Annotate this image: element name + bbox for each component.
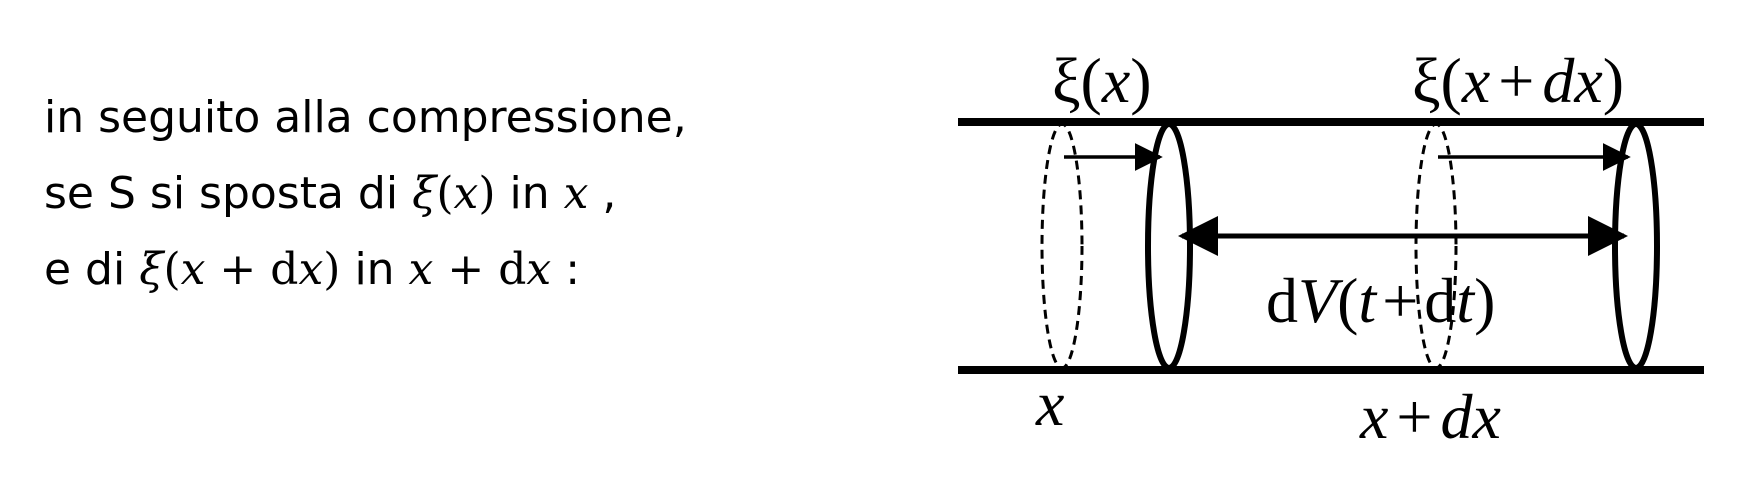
label-xi-x-dx: ξ(x+dx) (1412, 45, 1624, 116)
plus-sign: + (1382, 265, 1418, 336)
text-line-3: e di ξ(x + dx) in x + dx : (44, 232, 904, 308)
xi-symbol: ξ (1052, 45, 1081, 116)
paren-open: ( (1337, 265, 1358, 336)
paren-close: ) (1474, 265, 1495, 336)
plus-sign: + (433, 244, 499, 295)
text-line-3-suffix: : (551, 244, 581, 295)
description-text: in seguito alla compressione, se S si sp… (44, 80, 904, 308)
math-var-dx: dx (1441, 381, 1501, 452)
paren-open: ( (1441, 45, 1462, 116)
paren-open: ( (163, 244, 181, 295)
text-line-1: in seguito alla compressione, (44, 80, 904, 156)
section-x-dx-displaced (1612, 121, 1660, 371)
section-x-original (1040, 122, 1084, 370)
plus-sign: + (1498, 45, 1534, 116)
text-line-2: se S si sposta di ξ(x) in x , (44, 156, 904, 232)
math-var-x: x (1101, 45, 1130, 116)
text-line-3-middle: in (340, 244, 409, 295)
math-var-x: x (526, 244, 552, 295)
paren-close: ) (323, 244, 341, 295)
math-var-x: x (453, 168, 479, 219)
math-var-x: x (563, 168, 589, 219)
differential-d: d (498, 244, 527, 295)
xi-symbol: ξ (139, 244, 164, 295)
text-line-2-middle: in (495, 168, 564, 219)
math-var-x: x (408, 244, 434, 295)
paren-close: ) (1603, 45, 1624, 116)
volume-V: V (1298, 265, 1344, 336)
paren-open: ( (436, 168, 454, 219)
differential-d: d (270, 244, 299, 295)
plus-sign: + (205, 244, 271, 295)
differential-d: d (1266, 265, 1298, 336)
paren-close: ) (1130, 45, 1151, 116)
section-x-displaced (1145, 121, 1193, 371)
label-xi-x: ξ(x) (1052, 45, 1152, 116)
text-line-2-suffix: , (588, 168, 617, 219)
differential-d: d (1424, 265, 1456, 336)
math-var-dx: dx (1542, 45, 1602, 116)
math-var-x: x (180, 244, 206, 295)
xi-symbol: ξ (1412, 45, 1441, 116)
paren-open: ( (1081, 45, 1102, 116)
math-var-x: x (1461, 45, 1490, 116)
text-line-2-prefix: se S si sposta di (44, 168, 413, 219)
text-line-1-content: in seguito alla compressione, (44, 92, 687, 143)
paren-close: ) (478, 168, 496, 219)
xi-symbol: ξ (412, 168, 437, 219)
math-var-x: x (1359, 381, 1388, 452)
plus-sign: + (1396, 381, 1432, 452)
math-var-x: x (298, 244, 324, 295)
text-line-3-prefix: e di (44, 244, 140, 295)
label-x: x (1035, 368, 1064, 439)
time-t: t (1456, 265, 1476, 336)
time-t: t (1358, 265, 1378, 336)
label-dV: dV(t+dt) (1266, 265, 1495, 336)
label-x-dx: x+dx (1359, 381, 1501, 452)
